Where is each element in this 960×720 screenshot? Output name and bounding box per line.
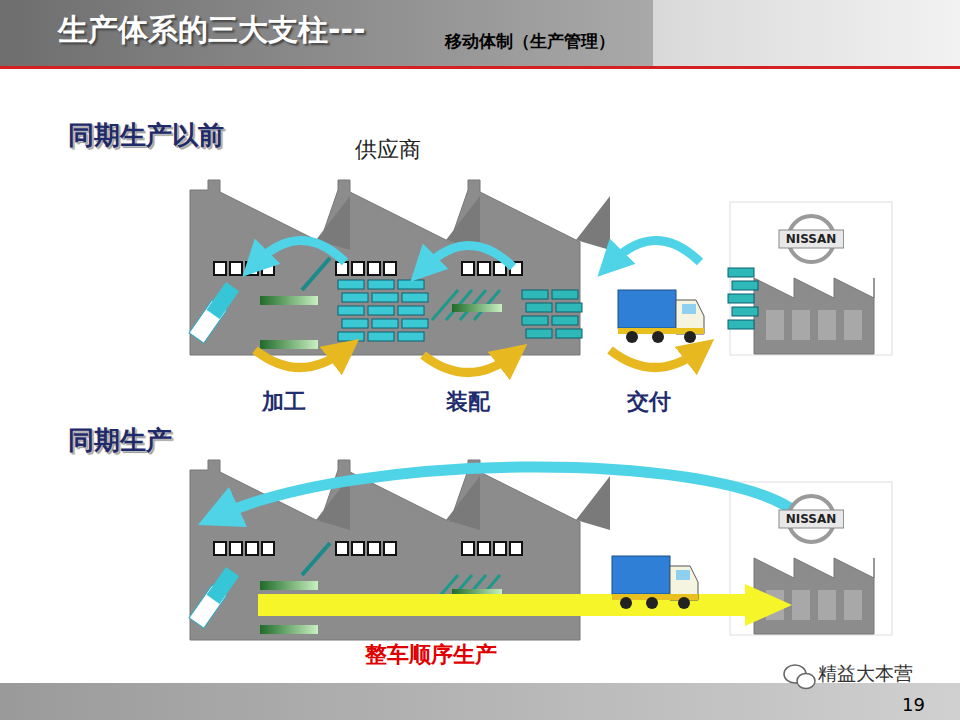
part-box — [402, 319, 428, 328]
window — [230, 262, 242, 275]
part-box — [728, 320, 754, 329]
part-box — [338, 332, 364, 341]
part-box — [338, 306, 364, 315]
part-box — [732, 281, 758, 290]
window — [336, 542, 348, 555]
part-box — [398, 306, 424, 315]
part-box — [402, 293, 428, 302]
part-box — [368, 332, 394, 341]
part-box — [552, 316, 578, 325]
logo-badge: NISSAN — [778, 494, 845, 544]
window — [510, 542, 522, 555]
window — [352, 542, 364, 555]
assembly-line — [432, 290, 502, 320]
roof-shade — [576, 196, 610, 250]
goods-arrow — [255, 350, 345, 368]
part-box — [338, 280, 364, 289]
goods-arrow — [610, 350, 700, 368]
goods-arrow — [423, 355, 513, 373]
window — [384, 262, 396, 275]
title-bar — [0, 0, 960, 66]
footer-bar — [0, 683, 960, 720]
plant-door — [818, 310, 836, 340]
window — [478, 542, 490, 555]
plant-panel — [730, 202, 892, 355]
plant-door — [792, 310, 810, 340]
car-plant — [754, 278, 874, 354]
plant-door — [844, 310, 862, 340]
process-label: 加工 — [262, 389, 306, 415]
wechat-icon — [784, 665, 815, 689]
window — [462, 262, 474, 275]
part-box — [398, 280, 424, 289]
part-box — [368, 306, 394, 315]
window — [246, 542, 258, 555]
plant-door — [792, 590, 810, 620]
part-box — [398, 332, 424, 341]
window — [494, 542, 506, 555]
plant-door — [844, 590, 862, 620]
machine — [189, 258, 330, 349]
part-box — [522, 316, 548, 325]
process-label: 整车顺序生产 — [365, 642, 497, 668]
truck — [618, 290, 704, 343]
window — [262, 262, 274, 275]
part-box — [368, 280, 394, 289]
sequence-arrow — [258, 584, 792, 626]
factory-building — [190, 180, 580, 355]
process-label: 交付 — [627, 389, 671, 415]
slide-title: 生产体系的三大支柱--- — [58, 12, 365, 48]
page-number: 19 — [902, 694, 925, 716]
part-box — [556, 303, 582, 312]
title-rule — [0, 66, 960, 69]
window — [352, 262, 364, 275]
machine — [189, 543, 330, 634]
window — [384, 542, 396, 555]
part-box — [342, 319, 368, 328]
window — [214, 542, 226, 555]
window — [462, 542, 474, 555]
watermark: 精益大本营 — [818, 662, 913, 685]
plant-door — [818, 590, 836, 620]
info-arrow — [423, 245, 513, 269]
plant-door — [766, 310, 784, 340]
part-box — [732, 307, 758, 316]
supplier-label: 供应商 — [355, 137, 421, 163]
part-box — [372, 319, 398, 328]
section-heading: 同期生产 — [68, 425, 172, 456]
part-box — [728, 268, 754, 277]
process-label: 装配 — [446, 389, 490, 415]
roof-shade — [576, 476, 610, 530]
part-box — [372, 293, 398, 302]
part-box — [526, 303, 552, 312]
window — [478, 262, 490, 275]
window — [230, 542, 242, 555]
window — [262, 542, 274, 555]
info-arrow — [255, 240, 345, 264]
logo-badge: NISSAN — [778, 214, 845, 264]
logo-text: NISSAN — [778, 512, 845, 526]
truck — [612, 556, 698, 609]
part-box — [342, 293, 368, 302]
logo-text: NISSAN — [778, 232, 845, 246]
part-box — [728, 294, 754, 303]
window — [368, 262, 380, 275]
part-box — [556, 329, 582, 338]
section-heading: 同期生产以前 — [68, 120, 224, 151]
subtitle: 移动体制（生产管理） — [445, 31, 615, 51]
order-arrow — [218, 467, 790, 516]
roof-shade — [446, 476, 480, 530]
car-plant — [754, 558, 874, 634]
part-box — [526, 329, 552, 338]
part-box — [552, 290, 578, 299]
info-arrow — [610, 240, 700, 264]
window — [214, 262, 226, 275]
window — [368, 542, 380, 555]
part-box — [522, 290, 548, 299]
